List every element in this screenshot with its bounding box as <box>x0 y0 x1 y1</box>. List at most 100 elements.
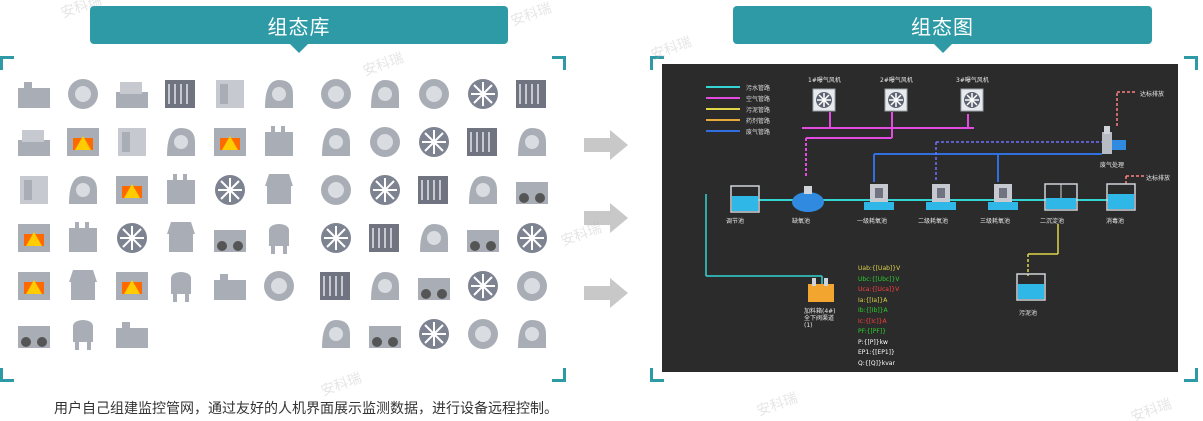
discharge-label-top: 达标排放 <box>1140 91 1165 98</box>
equipment-component-icon[interactable] <box>512 122 552 162</box>
equipment-component-icon[interactable] <box>512 74 552 114</box>
equipment-component-icon[interactable] <box>161 170 201 210</box>
blower-label: 2#曝气风机 <box>880 77 913 84</box>
electrical-readout: EP1:{[EP1]} <box>858 349 895 356</box>
process-tank-icon[interactable] <box>730 184 760 218</box>
equipment-component-icon[interactable] <box>316 74 356 114</box>
equipment-component-icon[interactable] <box>316 218 356 258</box>
equipment-component-icon[interactable] <box>414 74 454 114</box>
equipment-component-icon[interactable] <box>161 218 201 258</box>
process-tank-icon[interactable] <box>926 182 956 216</box>
equipment-component-icon[interactable] <box>414 170 454 210</box>
equipment-component-icon[interactable] <box>14 266 54 306</box>
equipment-component-icon[interactable] <box>161 266 201 306</box>
equipment-component-icon[interactable] <box>512 218 552 258</box>
equipment-component-icon[interactable] <box>365 266 405 306</box>
equipment-component-icon[interactable] <box>161 122 201 162</box>
equipment-component-icon[interactable] <box>210 266 250 306</box>
gas-treatment-icon[interactable] <box>1098 126 1130 156</box>
equipment-component-icon[interactable] <box>112 74 152 114</box>
equipment-component-icon[interactable] <box>463 74 503 114</box>
equipment-component-icon[interactable] <box>316 314 356 354</box>
equipment-component-icon[interactable] <box>512 314 552 354</box>
equipment-component-icon[interactable] <box>512 266 552 306</box>
equipment-component-icon[interactable] <box>463 122 503 162</box>
sludge-tank-icon[interactable] <box>1016 272 1046 302</box>
process-tank-icon[interactable] <box>1044 182 1078 216</box>
equipment-component-icon[interactable] <box>14 170 54 210</box>
electrical-readout: Uca:{[Uca]}V <box>858 286 900 293</box>
component-library-panel <box>0 56 580 382</box>
legend-label: 污泥管路 <box>746 107 771 114</box>
gas-treatment-label: 废气处理 <box>1100 162 1125 169</box>
process-tank-label: 三级耗氧池 <box>980 218 1011 225</box>
equipment-component-icon[interactable] <box>259 170 299 210</box>
watermark: 安科瑞 <box>508 0 554 30</box>
equipment-component-icon[interactable] <box>414 266 454 306</box>
equipment-component-icon[interactable] <box>14 218 54 258</box>
equipment-component-icon[interactable] <box>112 314 152 354</box>
blower-fan-icon[interactable] <box>960 88 984 116</box>
blower-fan-icon[interactable] <box>812 88 836 116</box>
equipment-component-icon[interactable] <box>316 266 356 306</box>
equipment-component-icon[interactable] <box>316 122 356 162</box>
electrical-readout: Ubc:{[Ubc]}V <box>858 275 900 283</box>
equipment-component-icon[interactable] <box>414 122 454 162</box>
equipment-component-icon[interactable] <box>63 218 103 258</box>
process-tank-icon[interactable] <box>1106 182 1136 216</box>
process-tank-label: 缺氧池 <box>792 218 811 225</box>
equipment-component-icon[interactable] <box>210 218 250 258</box>
equipment-component-icon[interactable] <box>365 122 405 162</box>
equipment-component-icon[interactable] <box>112 170 152 210</box>
equipment-component-icon[interactable] <box>365 218 405 258</box>
equipment-component-icon[interactable] <box>14 122 54 162</box>
diagram-title: 组态图 <box>911 14 974 39</box>
blower-fan-icon[interactable] <box>884 88 908 116</box>
legend-swatch <box>706 119 740 121</box>
process-tank-icon[interactable] <box>864 182 894 216</box>
equipment-component-icon[interactable] <box>463 266 503 306</box>
equipment-component-icon[interactable] <box>63 122 103 162</box>
control-box-label: 加料箱(4#) 全下阀渠道 (1) <box>804 308 836 329</box>
equipment-component-icon[interactable] <box>14 74 54 114</box>
electrical-readout: PF:{[PF]} <box>858 328 887 335</box>
equipment-component-icon[interactable] <box>463 314 503 354</box>
equipment-component-icon[interactable] <box>512 170 552 210</box>
legend-label: 空气管路 <box>746 96 771 103</box>
equipment-component-icon[interactable] <box>259 218 299 258</box>
equipment-component-icon[interactable] <box>112 218 152 258</box>
equipment-component-icon[interactable] <box>112 122 152 162</box>
control-box-icon[interactable] <box>806 278 836 304</box>
electrical-readout: Ia:{[Ia]}A <box>858 296 888 304</box>
equipment-component-icon[interactable] <box>365 74 405 114</box>
equipment-component-icon[interactable] <box>414 218 454 258</box>
electrical-readout: Ib:{[Ib]}A <box>858 307 888 314</box>
equipment-component-icon[interactable] <box>414 314 454 354</box>
equipment-component-icon[interactable] <box>63 170 103 210</box>
equipment-component-icon[interactable] <box>210 122 250 162</box>
equipment-component-icon[interactable] <box>365 170 405 210</box>
equipment-component-icon[interactable] <box>161 74 201 114</box>
equipment-component-icon[interactable] <box>259 74 299 114</box>
process-tank-icon[interactable] <box>790 184 826 218</box>
equipment-component-icon[interactable] <box>316 170 356 210</box>
frame-corner <box>650 56 664 70</box>
watermark: 安科瑞 <box>1128 396 1174 421</box>
equipment-component-icon[interactable] <box>210 170 250 210</box>
equipment-component-icon[interactable] <box>210 74 250 114</box>
equipment-component-icon[interactable] <box>14 314 54 354</box>
process-tank-icon[interactable] <box>988 182 1018 216</box>
equipment-component-icon[interactable] <box>463 218 503 258</box>
equipment-component-icon[interactable] <box>63 74 103 114</box>
process-tank-label: 二沉淀池 <box>1040 218 1065 225</box>
equipment-component-icon[interactable] <box>259 122 299 162</box>
library-title: 组态库 <box>267 14 331 39</box>
equipment-component-icon[interactable] <box>259 266 299 306</box>
equipment-component-icon[interactable] <box>463 170 503 210</box>
equipment-component-icon[interactable] <box>63 266 103 306</box>
equipment-component-icon[interactable] <box>365 314 405 354</box>
equipment-component-icon[interactable] <box>63 314 103 354</box>
library-banner: 组态库 <box>90 6 508 53</box>
equipment-component-icon[interactable] <box>112 266 152 306</box>
